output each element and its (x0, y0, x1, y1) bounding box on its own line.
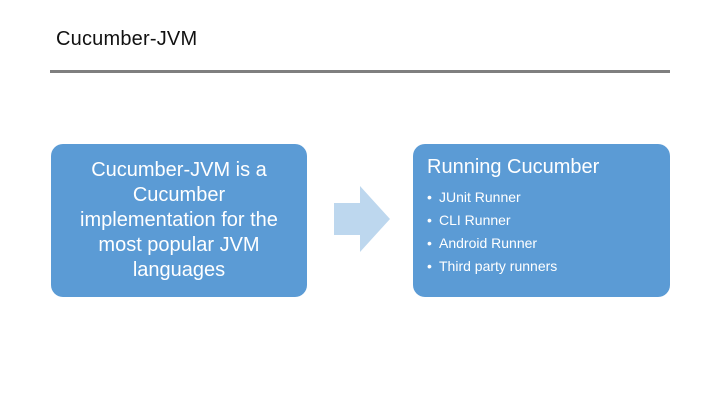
list-item: • JUnit Runner (427, 186, 658, 209)
slide-title: Cucumber-JVM (56, 28, 198, 50)
list-item: • CLI Runner (427, 209, 658, 232)
list-item-label: CLI Runner (439, 212, 511, 228)
runners-heading: Running Cucumber (427, 156, 600, 178)
bullet-icon: • (427, 235, 432, 251)
right-arrow-icon (334, 186, 390, 252)
list-item: • Third party runners (427, 255, 658, 278)
list-item-label: Android Runner (439, 235, 538, 251)
bullet-icon: • (427, 212, 432, 228)
description-text: Cucumber-JVM is a Cucumber implementatio… (80, 159, 278, 281)
list-item-label: JUnit Runner (439, 189, 521, 205)
list-item: • Android Runner (427, 232, 658, 255)
list-item-label: Third party runners (439, 258, 558, 274)
description-box: Cucumber-JVM is a Cucumber implementatio… (51, 144, 307, 297)
runners-box: Running Cucumber • JUnit Runner • CLI Runn… (413, 144, 670, 297)
bullet-icon: • (427, 258, 432, 274)
bullet-icon: • (427, 189, 432, 205)
title-divider (50, 70, 670, 73)
runners-list: • JUnit Runner • CLI Runner • Android Runne… (425, 186, 658, 278)
